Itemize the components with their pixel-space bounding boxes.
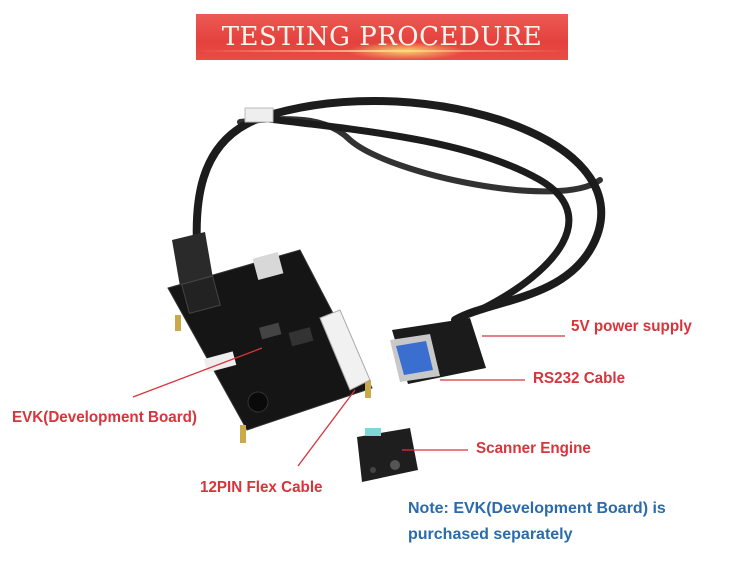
leader-evk: [132, 347, 263, 398]
label-scanner: Scanner Engine: [476, 440, 591, 457]
note-line-2: purchased separately: [408, 526, 573, 543]
evk-board: [167, 249, 373, 443]
label-evk: EVK(Development Board): [12, 409, 197, 426]
cable-label-tag: [244, 107, 274, 123]
title-banner: TESTING PROCEDURE: [196, 14, 568, 60]
leader-flex: [297, 389, 356, 467]
leader-lines: [132, 335, 565, 467]
note-line-1: Note: EVK(Development Board) is: [408, 500, 666, 517]
label-flex: 12PIN Flex Cable: [200, 479, 323, 496]
flex-cable: [319, 309, 371, 391]
banner-title: TESTING PROCEDURE: [221, 22, 543, 52]
rs232-cable: [192, 97, 606, 324]
label-rs232: RS232 Cable: [533, 370, 626, 387]
label-power: 5V power supply: [571, 318, 692, 335]
banner-glow: [346, 42, 466, 60]
db9-connector: [390, 318, 486, 384]
scanner-engine: [357, 428, 418, 482]
